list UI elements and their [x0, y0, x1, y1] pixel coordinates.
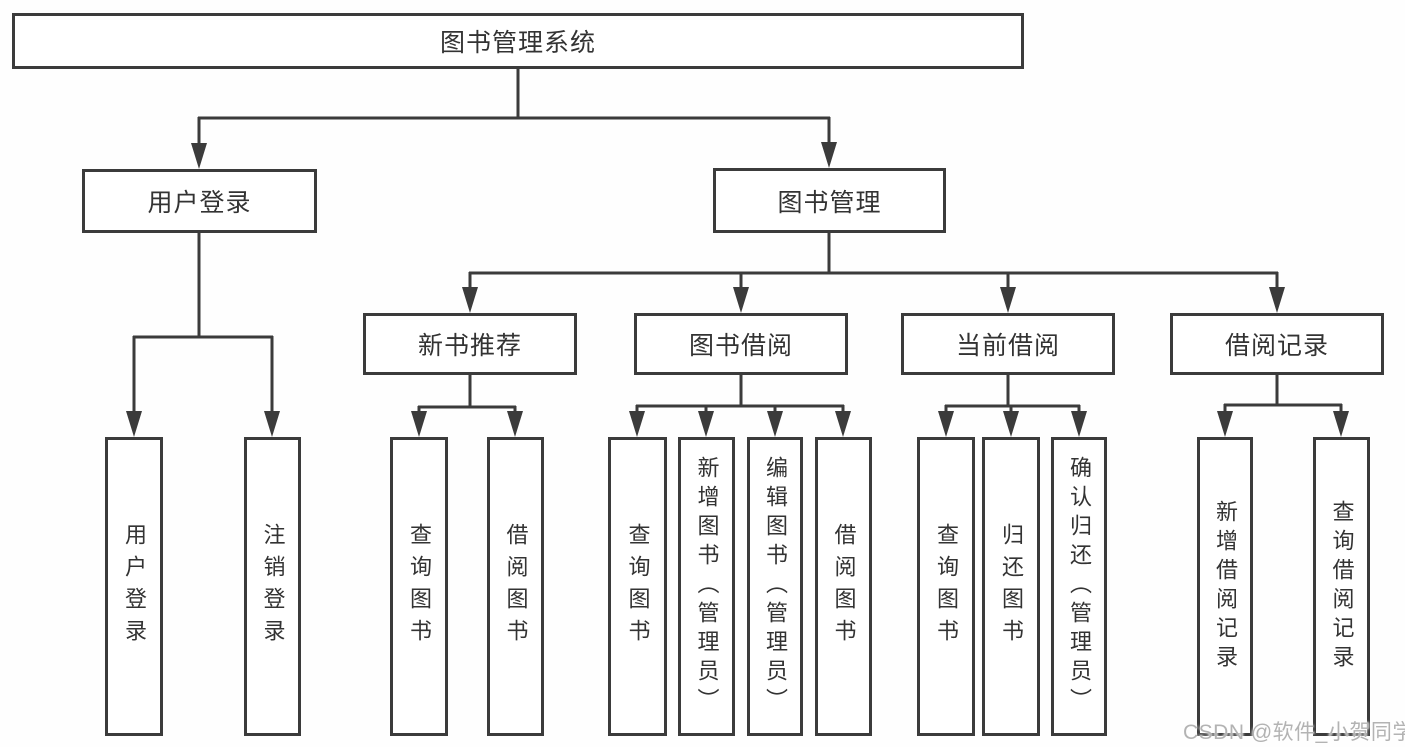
- connector-line: [132, 233, 274, 414]
- arrowhead-down-icon: [629, 411, 851, 437]
- leaf-bb-borrow-books: 借阅图书: [815, 437, 872, 736]
- connector-book-borrow-to-leaves: [629, 375, 851, 437]
- connector-line: [635, 375, 845, 414]
- arrowhead-down-icon: [462, 287, 1285, 313]
- leaf-nb-query-books: 查询图书: [390, 437, 448, 736]
- node-user-login: 用户登录: [82, 169, 317, 233]
- connector-new-books-to-leaves: [411, 375, 523, 437]
- connector-line: [417, 375, 517, 414]
- arrowhead-down-icon: [411, 411, 523, 437]
- connector-root-to-level2: [191, 69, 837, 169]
- leaf-br-add-record: 新增借阅记录: [1197, 437, 1253, 736]
- leaf-nb-borrow-books: 借阅图书: [487, 437, 544, 736]
- leaf-logout: 注销登录: [244, 437, 301, 736]
- node-new-book-recommend: 新书推荐: [363, 313, 577, 375]
- leaf-br-query-record: 查询借阅记录: [1313, 437, 1370, 736]
- node-root-library-system: 图书管理系统: [12, 13, 1024, 69]
- connector-line: [468, 233, 1279, 290]
- connector-book-mgmt-to-level3: [462, 233, 1285, 313]
- node-current-borrowing: 当前借阅: [901, 313, 1115, 375]
- node-book-borrowing: 图书借阅: [634, 313, 848, 375]
- node-borrowing-records: 借阅记录: [1170, 313, 1384, 375]
- arrowhead-down-icon: [938, 411, 1087, 437]
- leaf-bb-query-books: 查询图书: [608, 437, 667, 736]
- connector-user-login-to-leaves: [126, 233, 280, 437]
- arrowhead-down-icon: [191, 142, 837, 169]
- leaf-bb-edit-books-admin: 编辑图书（管理员）: [747, 437, 803, 736]
- leaf-user-login: 用户登录: [105, 437, 163, 736]
- leaf-cb-confirm-return-admin: 确认归还（管理员）: [1051, 437, 1107, 736]
- leaf-cb-query-books: 查询图书: [917, 437, 975, 736]
- node-book-management: 图书管理: [713, 168, 946, 233]
- connector-line: [197, 69, 831, 146]
- watermark: CSDN @软件_小贺同学: [1183, 721, 1405, 744]
- connector-borrow-records-to-leaves: [1217, 375, 1349, 437]
- leaf-cb-return-books: 归还图书: [982, 437, 1040, 736]
- arrowhead-down-icon: [126, 411, 280, 437]
- connector-current-borrow-to-leaves: [938, 375, 1087, 437]
- arrowhead-down-icon: [1217, 411, 1349, 437]
- connector-line: [944, 375, 1081, 414]
- leaf-bb-add-books-admin: 新增图书（管理员）: [678, 437, 735, 736]
- connector-line: [1223, 375, 1343, 414]
